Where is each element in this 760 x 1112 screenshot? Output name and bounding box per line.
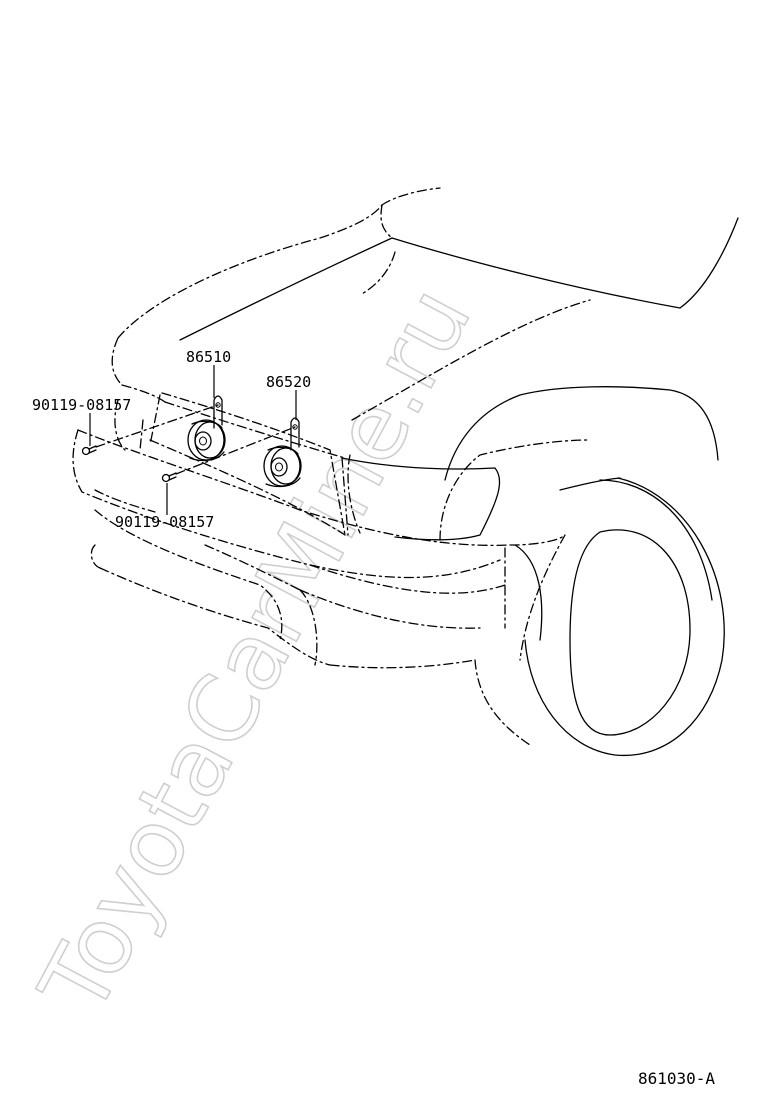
horn-86510[interactable] xyxy=(187,395,226,462)
part-number-86520[interactable]: 86520 xyxy=(266,373,311,391)
vehicle-outline xyxy=(72,187,739,757)
diagram-code: 861030-A xyxy=(638,1069,715,1088)
part-number-bolt-upper[interactable]: 90119-08157 xyxy=(32,396,131,414)
assembly-lines xyxy=(95,404,296,475)
bolt-lower[interactable] xyxy=(161,472,177,483)
part-number-86510[interactable]: 86510 xyxy=(186,348,231,366)
bolt-upper[interactable] xyxy=(81,445,97,456)
part-number-bolt-lower[interactable]: 90119-08157 xyxy=(115,513,214,531)
leader-lines xyxy=(89,365,297,515)
horn-86520[interactable] xyxy=(263,417,302,488)
watermark: ToyotaCarMine.ru xyxy=(19,270,491,1031)
